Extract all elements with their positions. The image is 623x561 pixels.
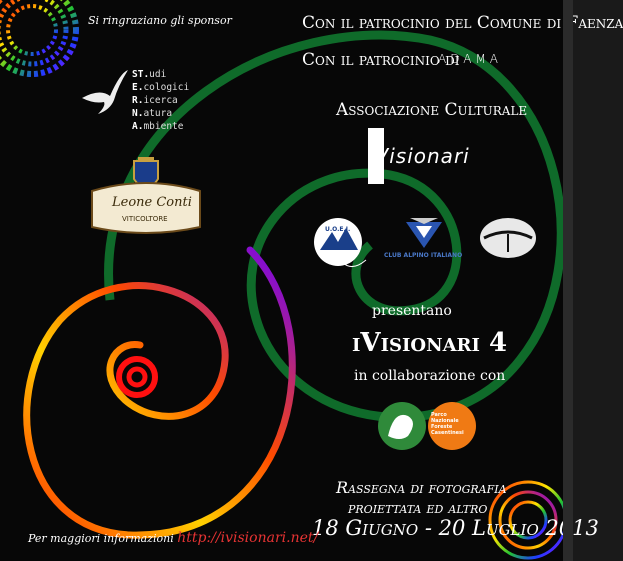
parco-label: Parco Nazionale Foreste Casentinesi xyxy=(431,412,464,436)
event-subtitle-line-1: Rassegna di fotografia xyxy=(336,478,507,497)
stera-acronym: ST.udi E.cologici R.icerca N.atura A.mbi… xyxy=(132,68,189,133)
event-main-title: iVisionari 4 xyxy=(352,328,508,358)
photo-club-logo xyxy=(480,218,536,258)
patronage-line-2: Con il patrocinio di xyxy=(302,50,460,70)
more-info: Per maggiori informazioni http://ivision… xyxy=(28,530,318,546)
ueoi-logo xyxy=(314,218,367,267)
presentano-text: presentano xyxy=(372,303,452,319)
event-dates: 18 Giugno - 20 Luglio 2013 xyxy=(312,516,599,540)
stera-line: ST.udi xyxy=(132,69,167,80)
leone-conti-subtitle: VITICOLTORE xyxy=(122,215,168,223)
association-title: Associazione Culturale xyxy=(336,100,528,120)
adama-wordmark: ADAMA xyxy=(438,52,503,66)
leone-conti-name: Leone Conti xyxy=(112,195,192,210)
background-spirals xyxy=(0,0,568,560)
cai-label: CLUB ALPINO ITALIANO xyxy=(384,252,463,259)
stera-line: E.cologici xyxy=(132,82,190,93)
leone-conti-crest-icon xyxy=(91,157,201,234)
image-frame-edge xyxy=(563,0,573,561)
color-wheel-corner xyxy=(0,0,79,77)
stera-logo: ST.udi E.cologici R.icerca N.atura A.mbi… xyxy=(80,68,210,134)
patronage-line-1: Con il patrocinio del Comune di Faenza xyxy=(302,13,623,33)
more-info-label: Per maggiori informazioni xyxy=(28,532,174,545)
parco-logo: Parco Nazionale Foreste Casentinesi xyxy=(378,402,478,452)
stera-line: N.atura xyxy=(132,108,173,119)
ueoi-label: U.O.E.I. xyxy=(325,226,351,233)
bird-icon xyxy=(82,70,128,114)
event-subtitle-line-2: proiettata ed altro xyxy=(348,498,488,517)
website-link[interactable]: http://ivisionari.net/ xyxy=(177,530,319,546)
stera-line: R.icerca xyxy=(132,95,178,106)
rainbow-spiral xyxy=(23,246,296,539)
leone-conti-logo: Leone Conti VITICOLTORE xyxy=(88,157,204,239)
ivisionari-logo-bar xyxy=(368,128,384,184)
green-spiral xyxy=(104,30,566,422)
sponsor-thanks-text: Si ringraziano gli sponsor xyxy=(88,14,232,27)
ivisionari-wordmark: iVisionari xyxy=(368,144,470,168)
ivisionari-logo: iVisionari xyxy=(368,128,498,184)
parco-emblem-icon xyxy=(378,402,476,450)
collaboration-text: in collaborazione con xyxy=(354,368,506,384)
stera-line: A.mbiente xyxy=(132,121,184,132)
cai-logo xyxy=(406,218,442,248)
